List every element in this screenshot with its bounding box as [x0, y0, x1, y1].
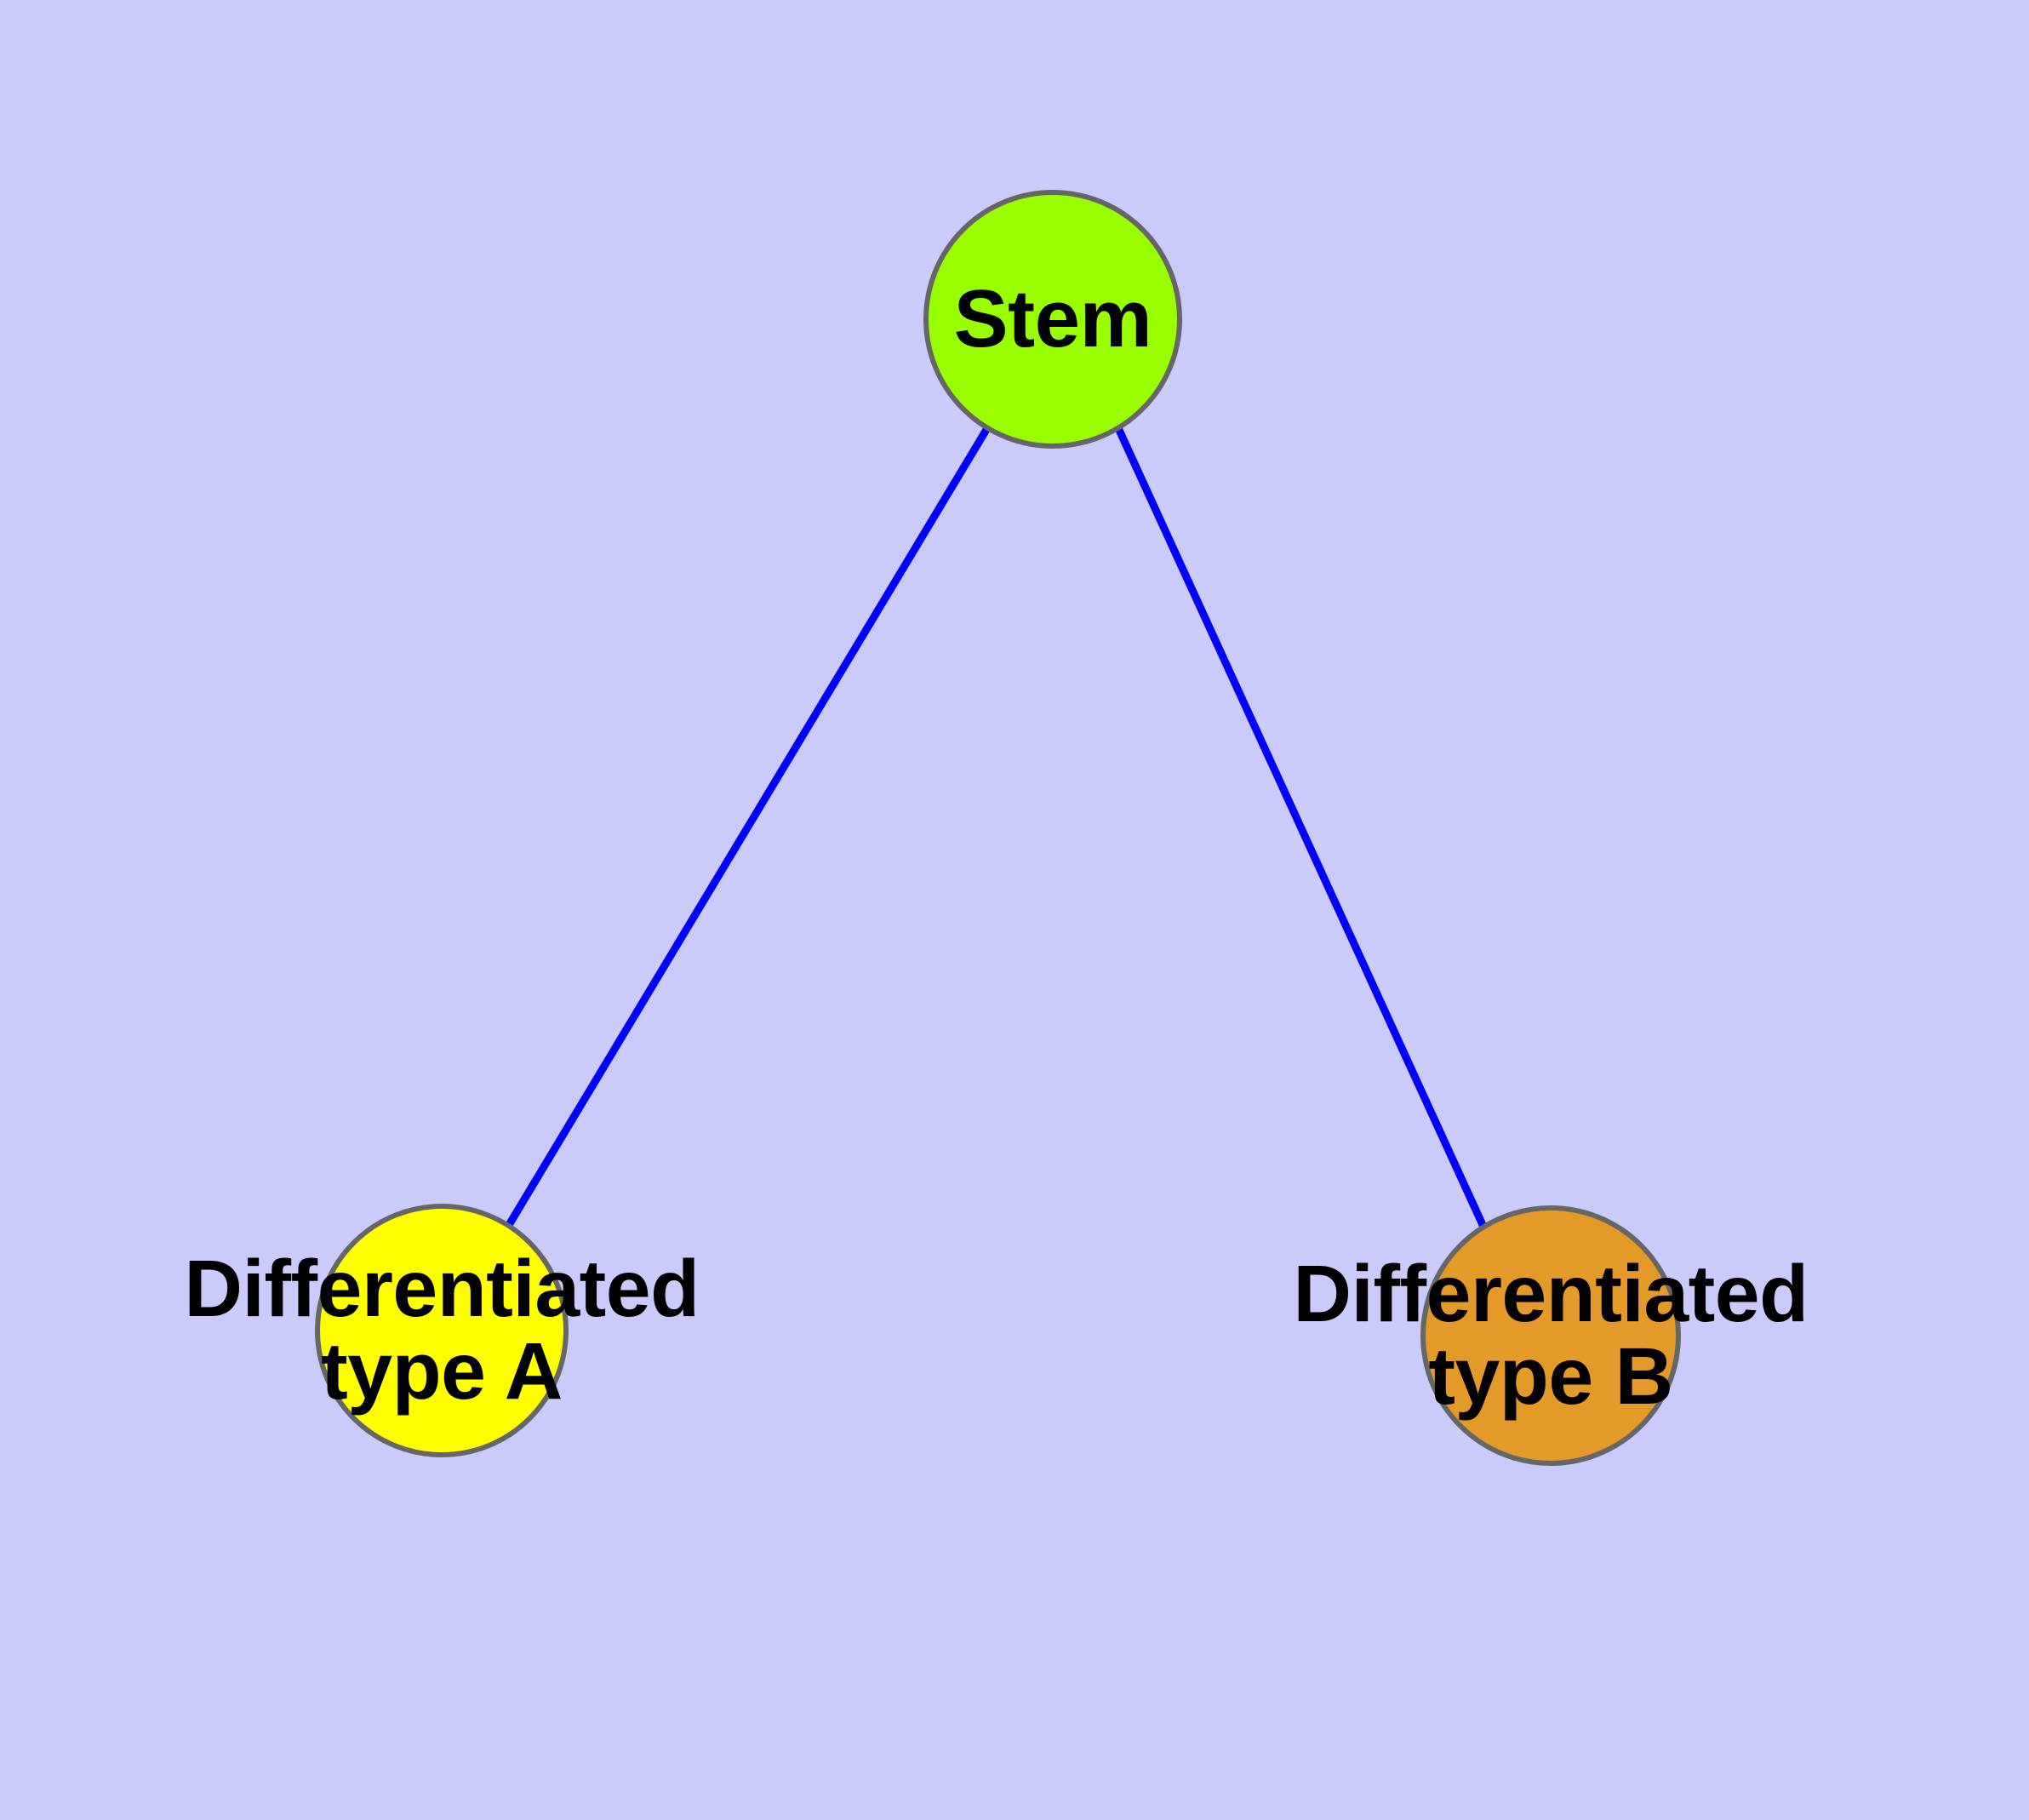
edge-stem-to-diff-b[interactable] — [1114, 426, 1488, 1228]
node-stem-circle[interactable] — [923, 190, 1182, 449]
edge-stem-to-diff-a[interactable] — [506, 426, 991, 1228]
node-diff-b-circle[interactable] — [1420, 1205, 1681, 1466]
node-diff-a-circle[interactable] — [315, 1204, 569, 1457]
edge-layer — [506, 426, 1488, 1228]
node-layer — [315, 190, 1681, 1466]
